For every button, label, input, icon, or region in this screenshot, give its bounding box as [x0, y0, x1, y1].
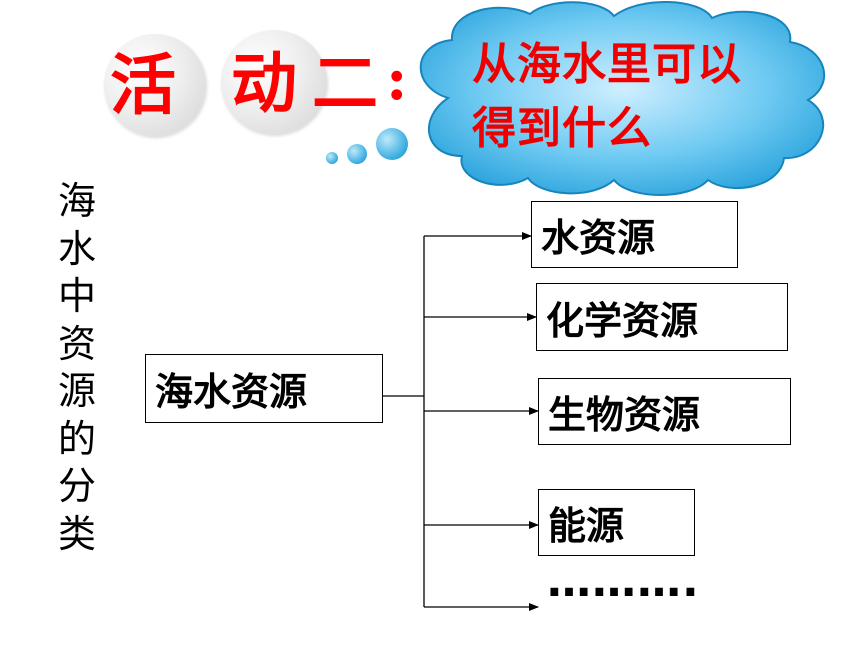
vertical-label-char: 的	[57, 416, 96, 461]
title-char-1: 活	[110, 46, 176, 124]
vertical-label-char: 水	[57, 226, 96, 271]
title-circle-1	[104, 34, 206, 136]
cloud-bubble-3	[376, 128, 408, 160]
branch-box-energy: 能源	[538, 489, 695, 556]
cloud-bubble-1	[326, 152, 338, 164]
vertical-label: 海 水 中 资 源 的 分 类	[52, 178, 102, 558]
vertical-label-char: 资	[57, 321, 96, 366]
cloud-text-line1: 从海水里可以	[472, 39, 742, 90]
vertical-label-char: 类	[57, 511, 96, 556]
vertical-label-char: 分	[57, 464, 96, 508]
branch-box-chemical: 化学资源	[536, 283, 788, 351]
vertical-label-char: 海	[57, 179, 96, 223]
root-box: 海水资源	[145, 354, 383, 423]
branch-box-water: 水资源	[531, 201, 738, 268]
title-colon: :	[386, 45, 408, 113]
vertical-label-char: 中	[57, 274, 96, 318]
title-char-2: 动	[231, 44, 297, 122]
vertical-label-char: 源	[57, 369, 96, 413]
title-circle-2	[221, 30, 327, 134]
cloud-body	[419, 0, 826, 196]
cloud-bubble-2	[347, 144, 367, 164]
cloud-text-line2: 得到什么	[472, 103, 652, 154]
cloud-callout	[326, 0, 826, 196]
more-ellipsis: ……….	[547, 556, 700, 607]
title-char-3: 二	[312, 44, 378, 122]
branch-box-biological: 生物资源	[538, 378, 791, 445]
